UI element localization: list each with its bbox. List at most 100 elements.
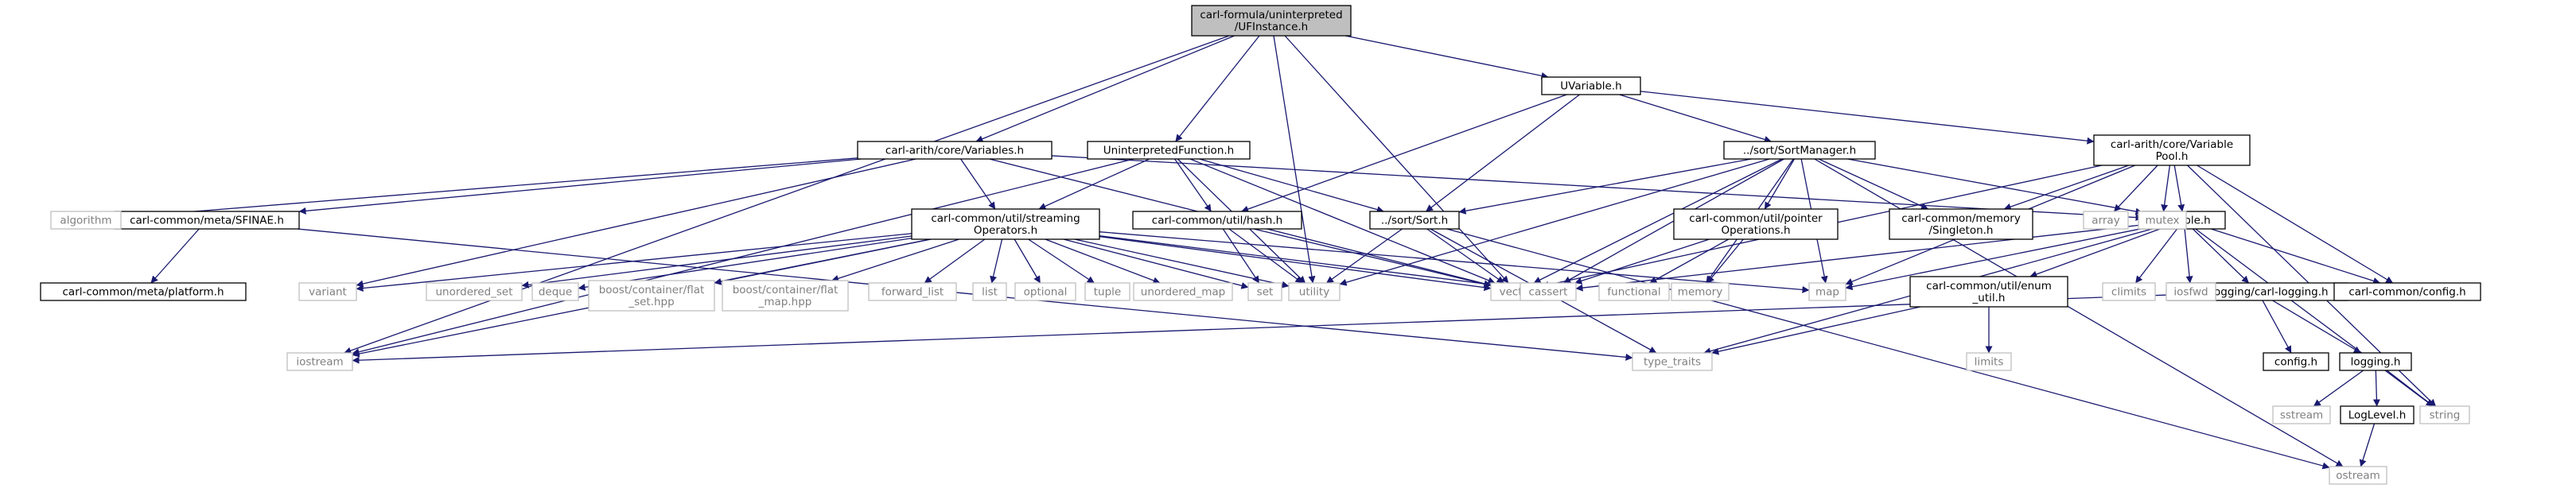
node-enumutil[interactable]: carl-common/util/enum_util.h (1909, 276, 2068, 308)
node-sfinae[interactable]: carl-common/meta/SFINAE.h (114, 211, 300, 230)
node-box-memory (1671, 282, 1730, 301)
edge-uninterp-to-iostream (352, 158, 1134, 356)
node-label-uvariable: UVariable.h (1560, 80, 1621, 93)
node-box-array (2083, 211, 2129, 230)
node-label-flatset: boost/container/flat (599, 284, 705, 296)
node-box-algorithm (50, 211, 122, 230)
edge-streaming-to-unordered_set (521, 235, 912, 289)
edge-uninterp-to-vector (1189, 158, 1496, 284)
node-label-deque: deque (539, 286, 572, 299)
node-unordered_set: unordered_set (426, 282, 523, 301)
edge-sortmgr-to-variable (1847, 158, 2143, 215)
node-box-forward_list (868, 282, 957, 301)
node-mutex: mutex (2138, 211, 2187, 230)
edge-sortmgr-to-vector (1533, 158, 1783, 284)
node-box-set (1247, 282, 1282, 301)
edge-variable-to-climits (2134, 228, 2178, 284)
node-box-climits (2102, 282, 2156, 301)
node-label-list: list (982, 286, 998, 299)
node-uninterp[interactable]: UninterpretedFunction.h (1087, 141, 1251, 160)
node-string: string (2419, 405, 2470, 424)
node-hash[interactable]: carl-common/util/hash.h (1132, 211, 1302, 230)
node-memory: memory (1671, 282, 1730, 301)
edge-sortmgr-to-ostream (1814, 158, 2344, 467)
edge-streaming-to-vector (1099, 235, 1492, 292)
node-limits: limits (1966, 352, 2012, 371)
edge-varpool-to-array (2113, 165, 2158, 212)
edge-pointerops-to-memory (1706, 238, 1744, 284)
node-box-config (2333, 282, 2481, 301)
node-label-configh: config.h (2274, 356, 2317, 369)
node-box-variant (298, 282, 357, 301)
edge-streaming-to-forward_list (924, 238, 986, 284)
edge-logging-to-string (2386, 370, 2434, 407)
edge-hash-to-utility (1228, 228, 1303, 284)
node-label-limits: limits (1975, 356, 2004, 369)
edge-varpool-to-config (2197, 165, 2394, 284)
node-label-varpool: Pool.h (2156, 150, 2189, 163)
node-box-list (972, 282, 1007, 301)
node-label-flatset: _set.hpp (628, 296, 674, 308)
node-label-singleton: /Singleton.h (1928, 224, 1993, 237)
edge-hash-to-set (1222, 228, 1260, 284)
node-label-uninterp: UninterpretedFunction.h (1103, 145, 1234, 157)
node-loglevel[interactable]: LogLevel.h (2340, 405, 2415, 424)
node-label-variables: carl-arith/core/Variables.h (885, 145, 1024, 157)
node-box-flatmap (722, 280, 849, 312)
node-climits: climits (2102, 282, 2156, 301)
node-box-functional (1598, 282, 1670, 301)
edge-variables-to-streaming (960, 158, 996, 210)
edge-variable-to-carllogging (2192, 228, 2250, 284)
edge-sort-to-utility (1326, 228, 1403, 284)
edge-sfinae-to-platform (150, 228, 200, 284)
node-box-limits (1966, 352, 2012, 371)
node-singleton[interactable]: carl-common/memory/Singleton.h (1889, 208, 2033, 240)
node-label-platform: carl-common/meta/platform.h (63, 286, 224, 299)
node-config[interactable]: carl-common/config.h (2333, 282, 2481, 301)
node-label-unordered_map: unordered_map (1141, 286, 1225, 299)
node-box-logging (2339, 352, 2412, 371)
edge-streaming-to-tuple (1028, 238, 1095, 284)
node-map: map (1808, 282, 1846, 301)
node-sort[interactable]: ../sort/Sort.h (1369, 211, 1460, 230)
edge-carllogging-to-configh (2262, 300, 2292, 354)
node-box-unordered_set (426, 282, 523, 301)
node-box-string (2419, 405, 2470, 424)
edge-root-to-variables (975, 35, 1235, 142)
node-iosfwd: iosfwd (2165, 282, 2216, 301)
node-label-sort: ../sort/Sort.h (1381, 215, 1448, 227)
edge-streaming-to-unordered_map (1045, 238, 1161, 285)
node-label-enumutil: _util.h (1972, 292, 2006, 304)
node-uvariable[interactable]: UVariable.h (1541, 76, 1641, 95)
edge-uvariable-to-varpool (1640, 91, 2095, 145)
node-root[interactable]: carl-formula/uninterpreted/UFInstance.h (1191, 5, 1352, 37)
node-variables[interactable]: carl-arith/core/Variables.h (857, 141, 1053, 160)
node-box-utility (1288, 282, 1341, 301)
node-optional: optional (1014, 282, 1076, 301)
edge-uninterp-to-sort (1199, 158, 1384, 213)
node-flatset: boost/container/flat_set.hpp (588, 280, 715, 312)
edge-variables-to-sfinae (298, 158, 862, 215)
edge-sfinae-to-type_traits (297, 228, 1633, 361)
node-label-functional: functional (1607, 286, 1660, 299)
node-sortmgr[interactable]: ../sort/SortManager.h (1723, 141, 1876, 160)
node-type_traits: type_traits (1632, 352, 1713, 371)
node-label-varpool: carl-arith/core/Variable (2111, 138, 2233, 151)
node-unordered_map: unordered_map (1133, 282, 1233, 301)
edge-logging-to-sstream (2313, 370, 2364, 407)
node-configh[interactable]: config.h (2263, 352, 2329, 371)
node-label-array: array (2092, 215, 2119, 227)
edge-streaming-to-flatmap (831, 238, 959, 282)
node-box-singleton (1889, 208, 2033, 240)
node-platform[interactable]: carl-common/meta/platform.h (40, 282, 247, 301)
node-logging[interactable]: logging.h (2339, 352, 2412, 371)
node-label-climits: climits (2111, 286, 2146, 299)
edge-sortmgr-to-singleton (1818, 158, 1928, 210)
node-label-root: carl-formula/uninterpreted (1200, 9, 1342, 21)
node-sstream: sstream (2272, 405, 2331, 424)
edge-sort-to-vector (1426, 228, 1504, 284)
